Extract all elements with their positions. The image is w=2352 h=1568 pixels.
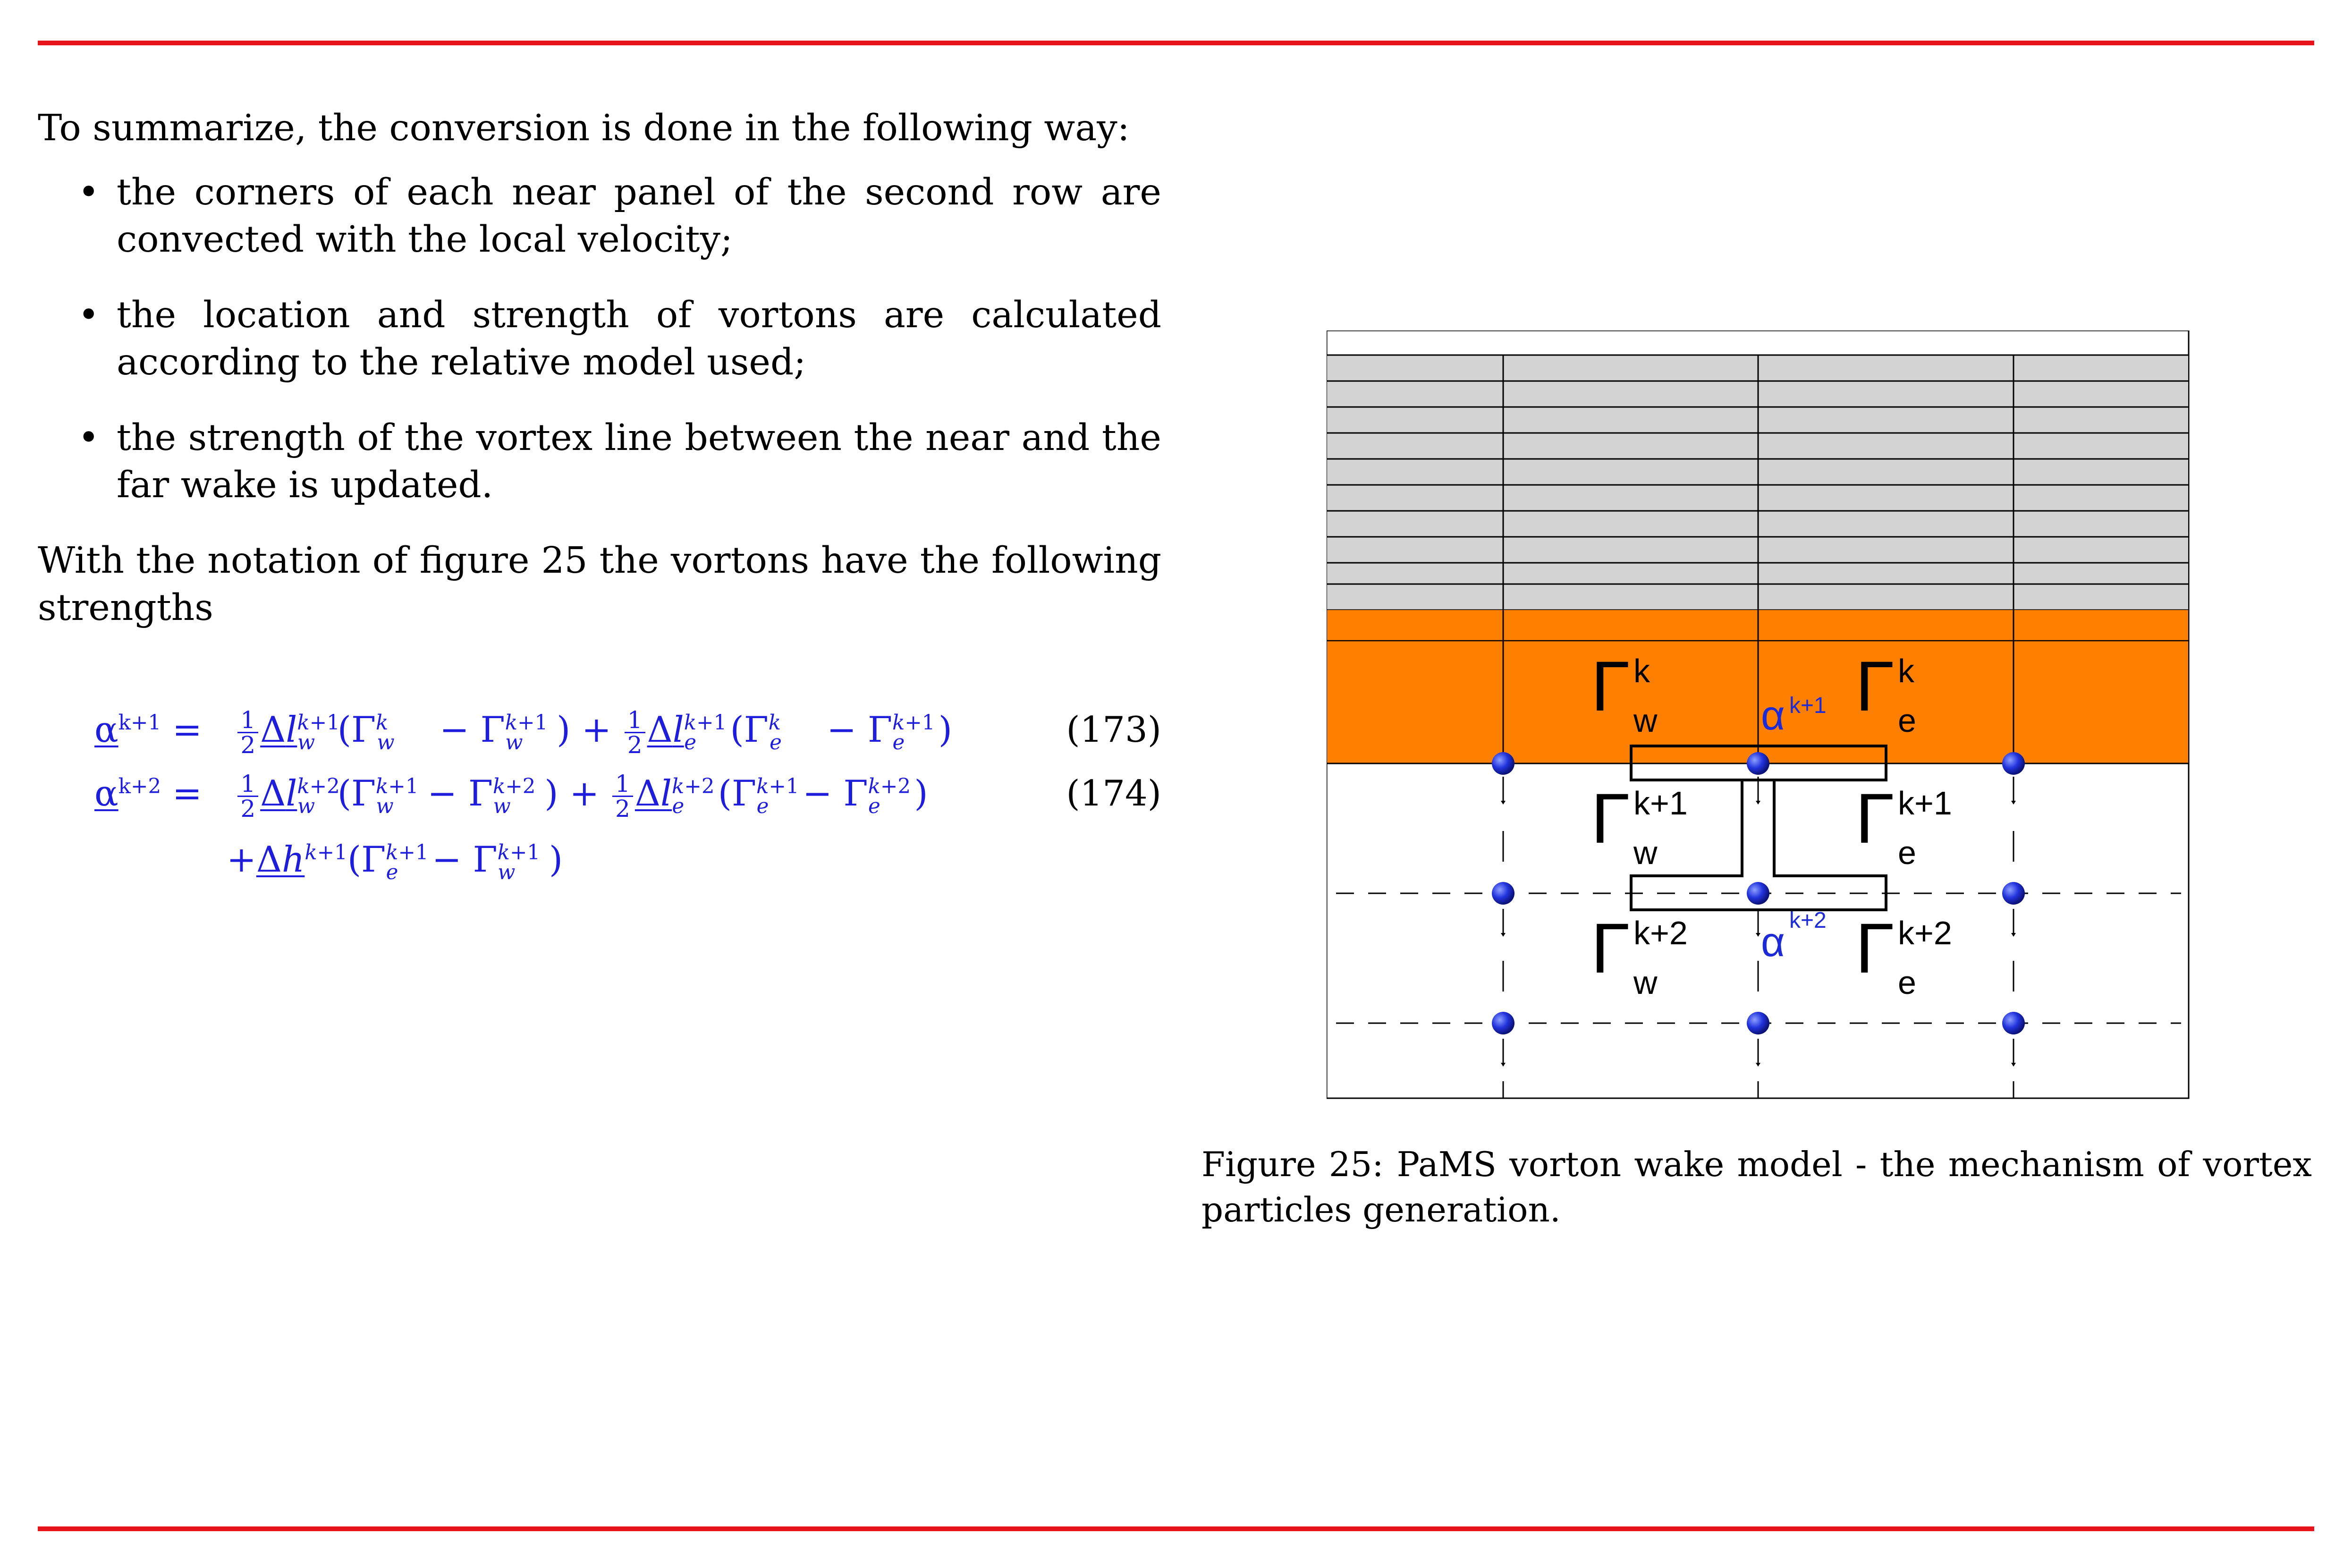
- svg-text:w: w: [1633, 702, 1658, 739]
- list-item: •the location and strength of vortons ar…: [38, 292, 1161, 386]
- gamma-w-k-label: Γ: [1591, 646, 1630, 726]
- bullet-icon: •: [78, 294, 100, 336]
- gamma-w-k2-label: Γ: [1591, 908, 1630, 988]
- vorton-trajectories: [1501, 777, 2016, 1098]
- vorton: [1492, 882, 1514, 905]
- figure-caption: Figure 25:PaMS vorton wake model - the m…: [1201, 1142, 2312, 1232]
- svg-text:e: e: [1898, 964, 1916, 1001]
- svg-text:k+1: k+1: [1898, 785, 1952, 822]
- top-rule: [38, 41, 2314, 45]
- svg-text:k+1: k+1: [1633, 785, 1688, 822]
- alpha-k1-label: α: [1761, 692, 1785, 738]
- vorton: [2002, 752, 2025, 775]
- svg-text:k+2: k+2: [1789, 908, 1827, 933]
- equation-number: (174): [1066, 772, 1161, 814]
- equation-number: (173): [1066, 709, 1161, 750]
- svg-text:e: e: [1898, 834, 1916, 871]
- svg-text:k: k: [1633, 653, 1650, 689]
- vortons: [1492, 752, 2025, 1034]
- list-item: •the corners of each near panel of the s…: [38, 169, 1161, 263]
- equation-174-continuation: +Δhk+1(Γk+1e − Γk+1w ): [38, 836, 1161, 883]
- gamma-e-k2-label: Γ: [1855, 908, 1895, 988]
- svg-text:k: k: [1898, 653, 1915, 689]
- control-contour: [1630, 745, 1887, 911]
- vorton: [1747, 1012, 1769, 1034]
- svg-text:k+2: k+2: [1898, 915, 1952, 951]
- text-column: To summarize, the conversion is done in …: [38, 105, 1161, 632]
- svg-text:k+1: k+1: [1789, 693, 1827, 718]
- vorton: [1492, 752, 1514, 775]
- bullet-icon: •: [78, 417, 100, 459]
- intro-paragraph: To summarize, the conversion is done in …: [38, 107, 1130, 149]
- svg-text:k+2: k+2: [1633, 915, 1688, 951]
- notation-paragraph: With the notation of figure 25 the vorto…: [38, 540, 1161, 629]
- vorton-wake-figure: Γ k w Γ k e α k+1 Γ k+1 w Γ k+1 e Γ k+2 …: [1327, 331, 2190, 1099]
- bullet-list: •the corners of each near panel of the s…: [38, 169, 1161, 509]
- equation-174-cont-body: +Δhk+1(Γk+1e − Γk+1w ): [227, 839, 563, 884]
- figure-labels: Γ k w Γ k e α k+1 Γ k+1 w Γ k+1 e Γ k+2 …: [1591, 646, 1952, 1001]
- vorton: [2002, 1012, 2025, 1034]
- vorton: [1747, 882, 1769, 905]
- svg-text:e: e: [1898, 702, 1916, 739]
- gamma-e-k-label: Γ: [1855, 646, 1895, 726]
- caption-label: Figure 25:: [1201, 1144, 1384, 1184]
- vorton: [1492, 1012, 1514, 1034]
- alpha-k2-label: α: [1761, 918, 1785, 965]
- svg-text:w: w: [1633, 964, 1658, 1001]
- vorton: [2002, 882, 2025, 905]
- list-item: •the strength of the vortex line between…: [38, 415, 1161, 509]
- bullet-icon: •: [78, 171, 100, 213]
- gamma-w-k1-label: Γ: [1591, 779, 1630, 858]
- panel-columns: [1502, 355, 2014, 763]
- bottom-rule: [38, 1526, 2314, 1531]
- gamma-e-k1-label: Γ: [1855, 779, 1895, 858]
- caption-text: PaMS vorton wake model - the mechanism o…: [1201, 1144, 2312, 1229]
- svg-text:w: w: [1633, 834, 1658, 871]
- vorton: [1747, 752, 1769, 775]
